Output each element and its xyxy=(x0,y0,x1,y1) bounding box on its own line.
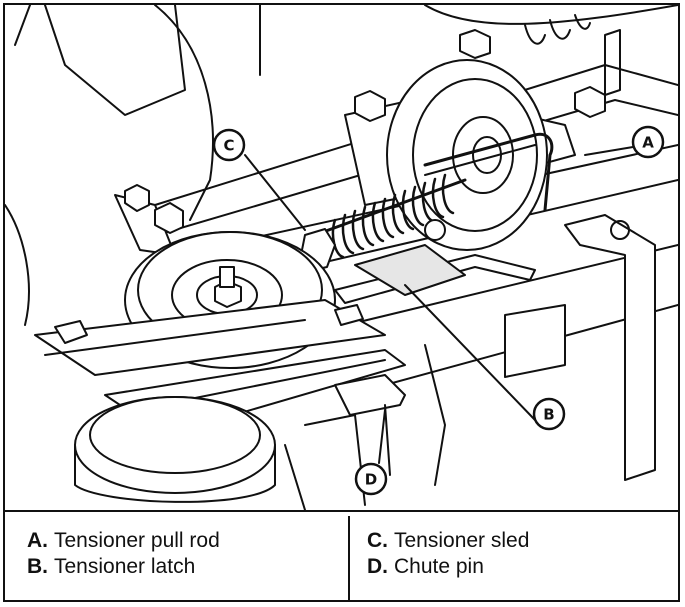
legend-item-a: A. Tensioner pull rod xyxy=(27,528,220,554)
callout-b: B xyxy=(532,397,566,431)
callout-a-letter: A xyxy=(642,134,654,152)
callout-d-letter: D xyxy=(365,471,377,489)
legend-text: Tensioner pull rod xyxy=(54,529,220,552)
deck-housing xyxy=(5,5,678,326)
leader-lines xyxy=(244,146,634,464)
legend-text: Chute pin xyxy=(394,555,484,578)
tensioner-latch xyxy=(334,244,536,304)
legend-right-column: C. Tensioner sled D. Chute pin xyxy=(367,528,529,580)
figure-frame: A B C D A. Tensioner pull rod xyxy=(3,3,680,602)
callout-a: A xyxy=(631,125,665,159)
legend-key: B. xyxy=(27,555,48,578)
tensioner-pull-rod xyxy=(423,132,554,212)
tensioner-drawing: A B C D xyxy=(5,5,678,510)
callout-d: D xyxy=(354,462,388,496)
legend-key: D. xyxy=(367,555,388,578)
legend-left-column: A. Tensioner pull rod B. Tensioner latch xyxy=(27,528,220,580)
legend-item-b: B. Tensioner latch xyxy=(27,554,220,580)
legend-key: C. xyxy=(367,529,388,552)
legend-item-c: C. Tensioner sled xyxy=(367,528,529,554)
legend-divider xyxy=(348,516,350,600)
legend-key: A. xyxy=(27,529,48,552)
legend-item-d: D. Chute pin xyxy=(367,554,529,580)
callout-c: C xyxy=(212,128,246,162)
callout-b-letter: B xyxy=(543,406,554,424)
lower-pulley xyxy=(74,396,276,503)
legend-text: Tensioner sled xyxy=(394,529,530,552)
legend-text: Tensioner latch xyxy=(54,555,196,578)
bolt-heads xyxy=(124,29,606,234)
legend: A. Tensioner pull rod B. Tensioner latch C… xyxy=(5,512,678,600)
tensioner-illustration: A B C D xyxy=(5,5,678,512)
callout-c-letter: C xyxy=(223,137,234,155)
chute-pin xyxy=(284,344,446,510)
